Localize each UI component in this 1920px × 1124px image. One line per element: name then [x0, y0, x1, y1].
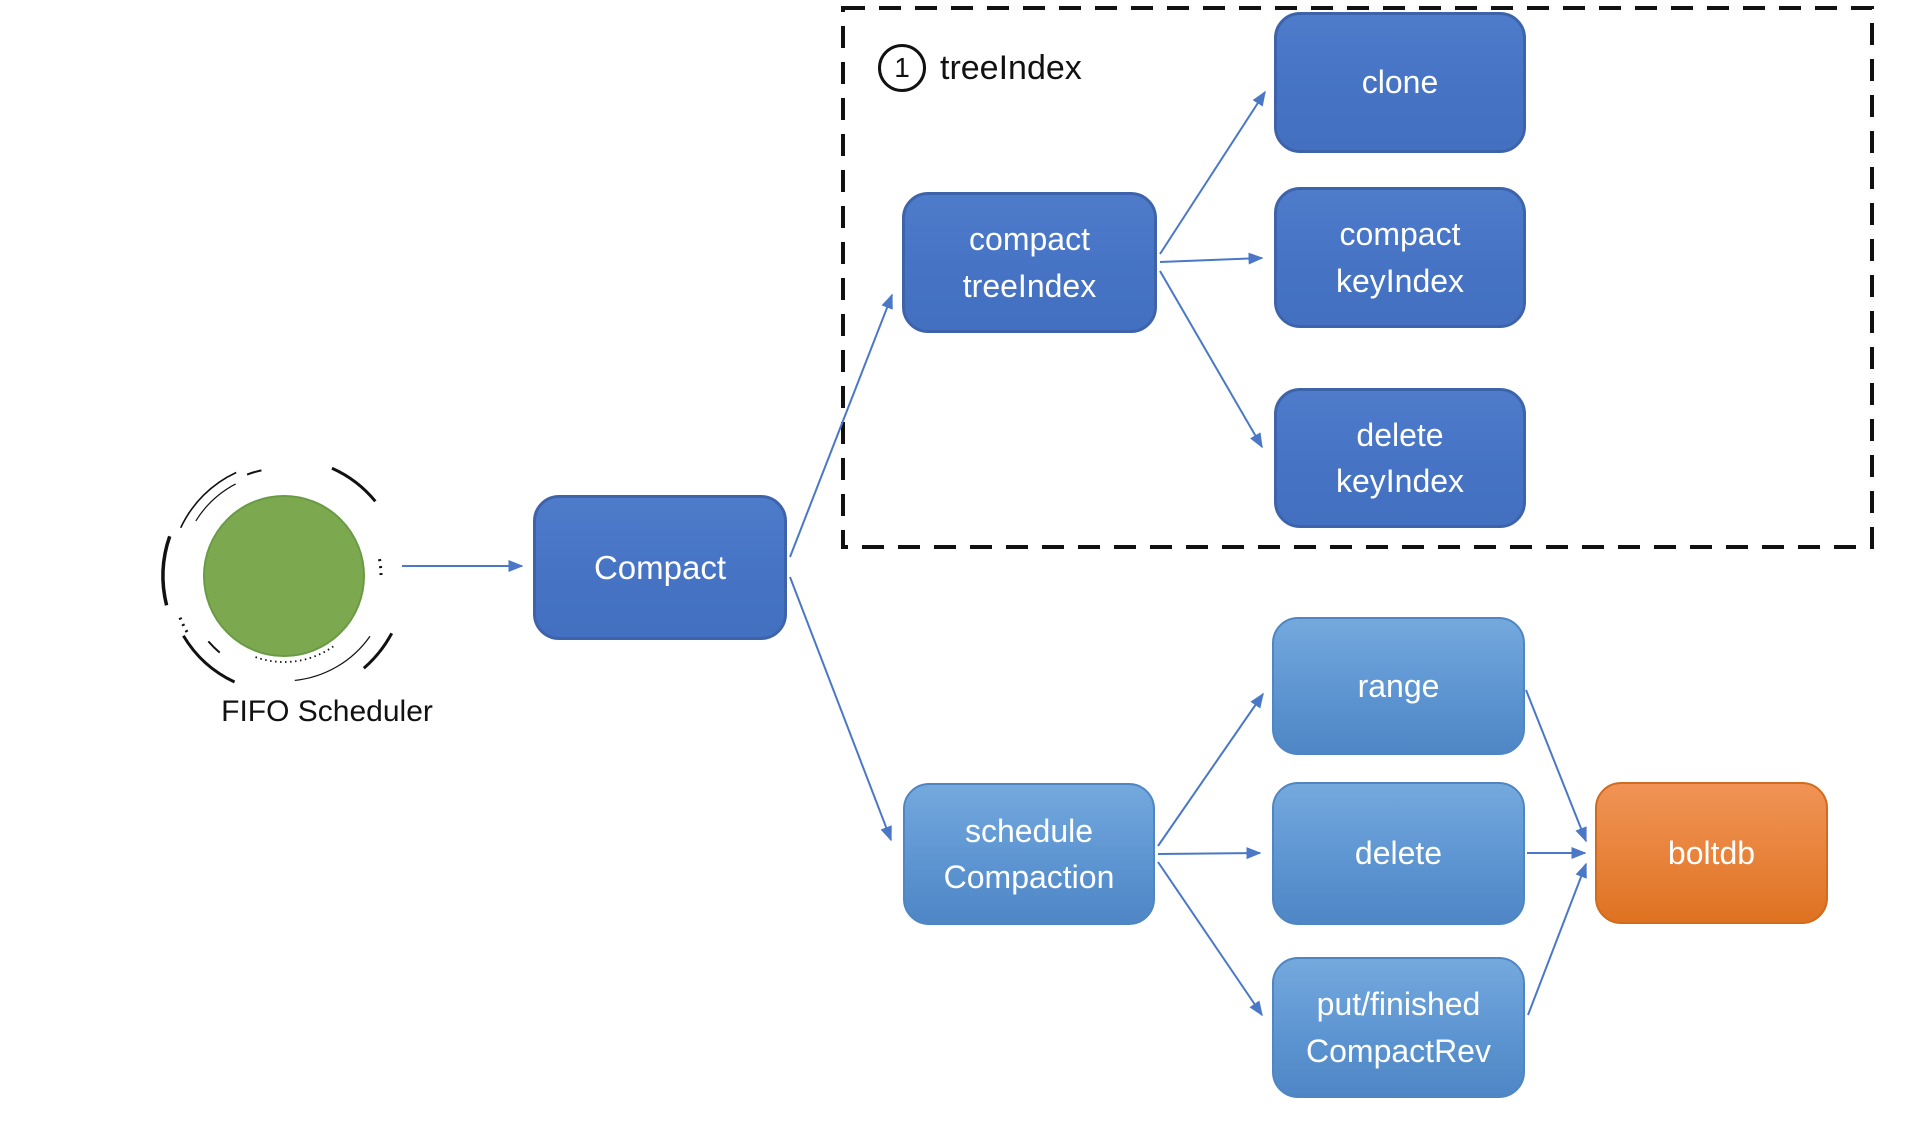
- arrow-treeindex-to-delete-keyindex: [1159, 270, 1263, 449]
- circled-one-icon: 1: [878, 44, 926, 92]
- clone-node: clone: [1274, 12, 1526, 153]
- arrow-put-finished-to-boltdb: [1527, 862, 1587, 1016]
- put-finished-compactrev-node: put/finished CompactRev: [1272, 957, 1525, 1098]
- arrow-schedule-to-range: [1157, 692, 1264, 847]
- treeindex-group-label: 1 treeIndex: [878, 44, 1082, 92]
- arrow-compact-to-schedule-compaction: [789, 576, 892, 842]
- arrow-schedule-to-put-finished: [1157, 861, 1263, 1017]
- compact-keyindex-node: compact keyIndex: [1274, 187, 1526, 328]
- fifo-scheduler-label: FIFO Scheduler: [221, 695, 433, 728]
- fifo-scheduler-circle: [203, 495, 365, 657]
- range-node: range: [1272, 617, 1525, 755]
- sketch-arcs: [160, 452, 408, 700]
- arrow-schedule-to-delete: [1157, 847, 1262, 860]
- arrow-compact-to-compact-treeindex: [789, 293, 893, 558]
- treeindex-group-title: treeIndex: [940, 48, 1082, 87]
- delete-keyindex-node: delete keyIndex: [1274, 388, 1526, 528]
- schedule-compaction-node: schedule Compaction: [903, 783, 1155, 925]
- arrow-treeindex-to-compact-keyindex: [1159, 252, 1264, 265]
- compact-treeindex-node: compact treeIndex: [902, 192, 1157, 333]
- arrow-range-to-boltdb: [1525, 689, 1587, 843]
- boltdb-node: boltdb: [1595, 782, 1828, 924]
- arrow-treeindex-to-clone: [1159, 90, 1266, 255]
- delete-node: delete: [1272, 782, 1525, 925]
- compact-node: Compact: [533, 495, 787, 640]
